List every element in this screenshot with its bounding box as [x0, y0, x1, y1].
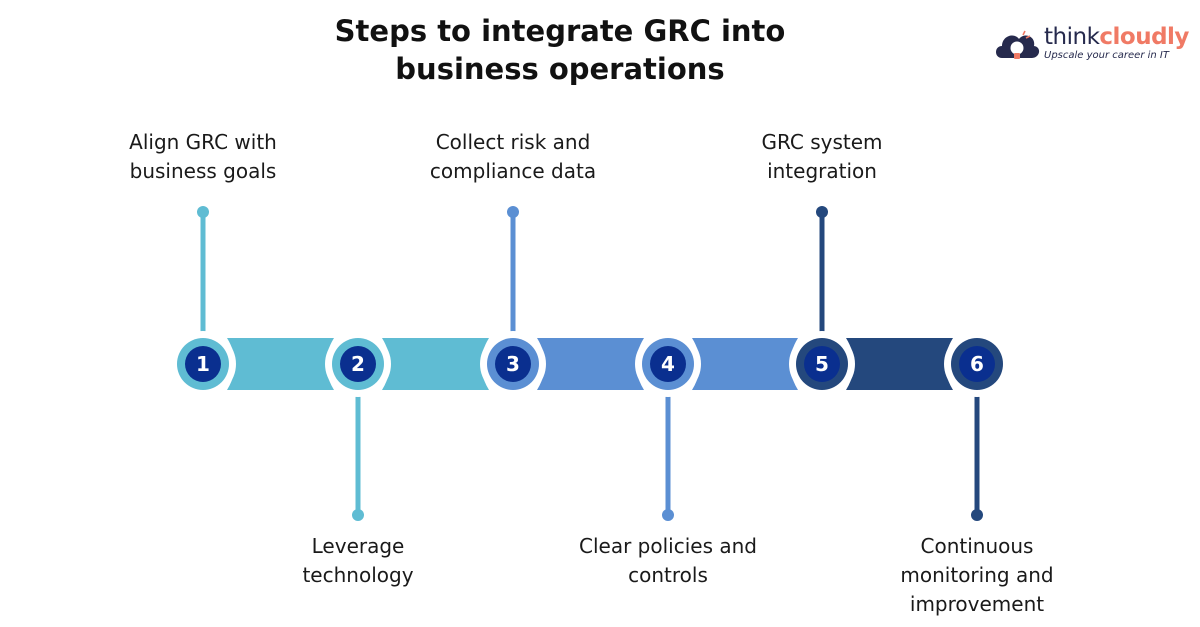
stem-dot-3 — [507, 206, 519, 218]
badge-inner-6 — [959, 346, 995, 382]
step-number-3: 3 — [506, 352, 520, 376]
step-label-line: technology — [302, 563, 414, 587]
step-label-line: improvement — [909, 592, 1045, 616]
step-number-4: 4 — [661, 352, 675, 376]
step-label-3: Collect risk and compliance data — [393, 128, 633, 186]
step-label-4: Clear policies and controls — [548, 532, 788, 590]
step-number-1: 1 — [196, 352, 210, 376]
step-label-line: Align GRC with — [129, 130, 277, 154]
stem-dot-6 — [971, 509, 983, 521]
connector-segment-4 — [692, 338, 798, 390]
title-line-1: Steps to integrate GRC into — [334, 14, 786, 48]
connector-segment-5 — [846, 338, 953, 390]
step-number-5: 5 — [815, 352, 829, 376]
step-label-line: integration — [767, 159, 877, 183]
step-label-line: GRC system — [761, 130, 883, 154]
page-title: Steps to integrate GRC into business ope… — [300, 12, 820, 88]
badge-inner-1 — [185, 346, 221, 382]
connector-segment-1 — [227, 338, 334, 390]
step-label-5: GRC system integration — [702, 128, 942, 186]
step-label-1: Align GRC with business goals — [83, 128, 323, 186]
logo-tagline: Upscale your career in IT — [1044, 50, 1169, 61]
connector-segment-2 — [382, 338, 489, 390]
badge-inner-3 — [495, 346, 531, 382]
step-label-line: monitoring and — [900, 563, 1054, 587]
logo: thinkcloudly Upscale your career in IT — [992, 22, 1192, 72]
step-label-line: Clear policies and — [579, 534, 757, 558]
step-label-line: business goals — [129, 159, 277, 183]
step-label-line: controls — [628, 563, 708, 587]
step-label-line: Collect risk and — [435, 130, 591, 154]
step-label-6: Continuous monitoring and improvement — [857, 532, 1097, 619]
connector-segment-3 — [537, 338, 644, 390]
step-label-line: Leverage — [311, 534, 405, 558]
step-label-line: compliance data — [429, 159, 597, 183]
step-number-2: 2 — [351, 352, 365, 376]
badge-inner-2 — [340, 346, 376, 382]
badge-inner-4 — [650, 346, 686, 382]
stem-dot-5 — [816, 206, 828, 218]
step-label-2: Leverage technology — [238, 532, 478, 590]
badge-inner-5 — [804, 346, 840, 382]
step-number-6: 6 — [970, 352, 984, 376]
logo-brand: thinkcloudly — [1044, 24, 1189, 50]
title-line-2: business operations — [395, 52, 725, 86]
stem-dot-4 — [662, 509, 674, 521]
cloud-lightbulb-icon — [996, 30, 1040, 59]
stem-dot-2 — [352, 509, 364, 521]
step-label-line: Continuous — [920, 534, 1034, 558]
stem-dot-1 — [197, 206, 209, 218]
